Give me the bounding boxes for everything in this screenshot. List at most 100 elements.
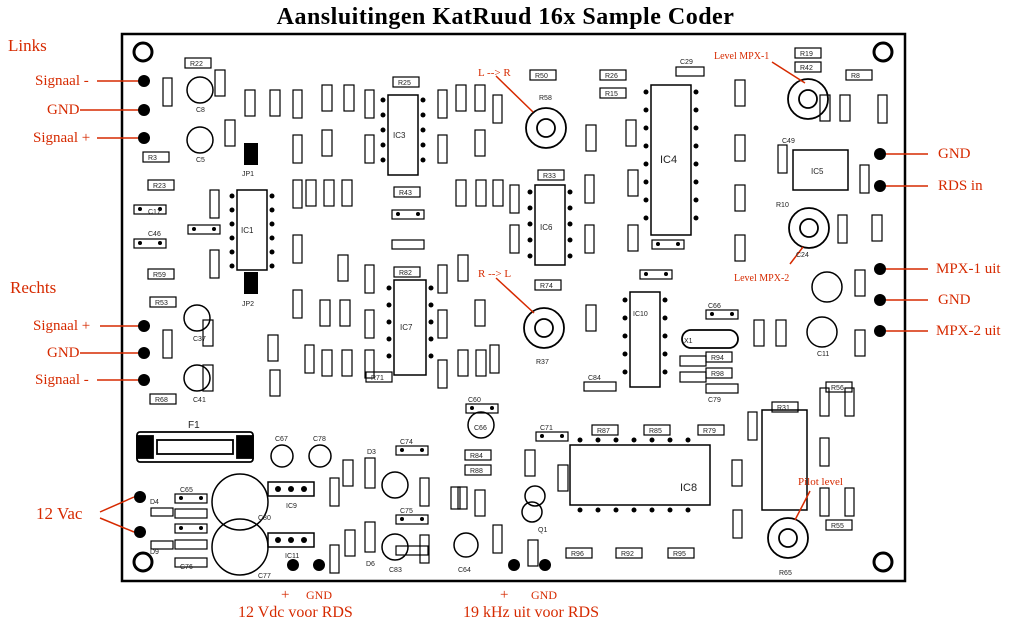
svg-text:C66: C66 xyxy=(474,425,487,432)
rechts-label: Rechts xyxy=(10,278,57,297)
ic3-package xyxy=(387,94,419,176)
c77-label: C77 xyxy=(258,573,271,580)
svg-text:C41: C41 xyxy=(193,397,206,404)
svg-text:R85: R85 xyxy=(649,428,662,435)
plus-19khz-label: + xyxy=(500,587,509,603)
jumpers xyxy=(244,143,258,294)
svg-text:C37: C37 xyxy=(193,336,206,343)
svg-text:R26: R26 xyxy=(605,73,618,80)
ic1-label: IC1 xyxy=(241,226,254,235)
svg-text:R59: R59 xyxy=(153,272,166,279)
svg-text:R79: R79 xyxy=(703,428,716,435)
mounting-hole-bl xyxy=(132,551,154,573)
ic3-label: IC3 xyxy=(393,131,406,140)
regulators xyxy=(267,481,315,548)
svg-text:X1: X1 xyxy=(684,338,693,345)
svg-text:C49: C49 xyxy=(782,138,795,145)
ic9-label: IC9 xyxy=(286,503,297,510)
svg-text:C17: C17 xyxy=(148,209,161,216)
rds-in-label: RDS in xyxy=(938,178,983,194)
ic4-package xyxy=(650,84,692,236)
capacitor-dots xyxy=(138,207,734,530)
gnd-12vdc-label: GND xyxy=(306,588,332,602)
svg-text:R94: R94 xyxy=(711,355,724,362)
pcb-outline xyxy=(120,32,907,583)
svg-text:C79: C79 xyxy=(708,397,721,404)
svg-text:D6: D6 xyxy=(366,561,375,568)
svg-text:C84: C84 xyxy=(588,375,601,382)
small-capacitors xyxy=(133,66,888,574)
ic8-label: IC8 xyxy=(680,482,697,494)
svg-text:C46: C46 xyxy=(148,231,161,238)
mpx1-uit-label: MPX-1 uit xyxy=(936,261,1001,277)
vdc-rds-label: 12 Vdc voor RDS xyxy=(238,604,353,621)
gnd-top-label: GND xyxy=(47,102,80,118)
pilot-level-label: Pilot level xyxy=(798,476,843,488)
fuse-f1 xyxy=(136,431,254,463)
svg-text:R74: R74 xyxy=(540,283,553,290)
svg-text:C71: C71 xyxy=(540,425,553,432)
ic2-package xyxy=(761,409,808,511)
page-title: Aansluitingen KatRuud 16x Sample Coder xyxy=(276,4,735,30)
svg-text:C8: C8 xyxy=(196,107,205,114)
svg-text:D9: D9 xyxy=(150,549,159,556)
svg-text:C83: C83 xyxy=(389,567,402,574)
svg-text:R15: R15 xyxy=(605,91,618,98)
signaal-min-bot-label: Signaal - xyxy=(35,372,89,388)
ic6-package xyxy=(534,184,566,266)
svg-text:R22: R22 xyxy=(190,61,203,68)
ic10-label: IC10 xyxy=(633,311,648,318)
vac-label: 12 Vac xyxy=(36,504,83,523)
svg-text:R3: R3 xyxy=(148,155,157,162)
svg-text:C74: C74 xyxy=(400,439,413,446)
ic7-package xyxy=(393,279,427,376)
ic10-package xyxy=(629,291,661,388)
svg-text:R31: R31 xyxy=(777,405,790,412)
mounting-hole-tr xyxy=(872,41,894,63)
c80-label: C80 xyxy=(258,515,271,522)
r10-label: R10 xyxy=(776,202,789,209)
svg-text:R84: R84 xyxy=(470,453,483,460)
svg-text:R8: R8 xyxy=(851,73,860,80)
mpx2-uit-label: MPX-2 uit xyxy=(936,323,1001,339)
svg-text:R71: R71 xyxy=(371,375,384,382)
svg-text:R53: R53 xyxy=(155,300,168,307)
ic8-package xyxy=(569,444,711,506)
f1-label: F1 xyxy=(188,420,200,431)
svg-text:R23: R23 xyxy=(153,183,166,190)
svg-text:C66: C66 xyxy=(708,303,721,310)
bound-labels: IC1 IC3 IC4 IC5 IC6 IC7 IC8 IC10 F1 C80 … xyxy=(188,95,824,580)
svg-text:R56: R56 xyxy=(831,385,844,392)
svg-text:R19: R19 xyxy=(800,51,813,58)
r37-label: R37 xyxy=(536,359,549,366)
svg-text:JP2: JP2 xyxy=(242,301,254,308)
svg-text:R43: R43 xyxy=(399,190,412,197)
level-mpx2-label: Level MPX-2 xyxy=(734,273,790,284)
svg-text:C60: C60 xyxy=(468,397,481,404)
svg-text:R68: R68 xyxy=(155,397,168,404)
svg-text:C11: C11 xyxy=(817,351,829,358)
gnd2-right-label: GND xyxy=(938,292,971,308)
r65-label: R65 xyxy=(779,570,792,577)
mounting-hole-br xyxy=(872,551,894,573)
svg-text:C65: C65 xyxy=(180,487,193,494)
r58-label: R58 xyxy=(539,95,552,102)
links-label: Links xyxy=(8,36,47,55)
signaal-min-top-label: Signaal - xyxy=(35,73,89,89)
svg-text:D3: D3 xyxy=(367,449,376,456)
khz-rds-label: 19 kHz uit voor RDS xyxy=(463,604,599,621)
svg-text:R55: R55 xyxy=(831,523,844,530)
gnd1-right-label: GND xyxy=(938,146,971,162)
ic7-label: IC7 xyxy=(400,323,413,332)
svg-text:C75: C75 xyxy=(400,508,413,515)
level-mpx1-label: Level MPX-1 xyxy=(714,51,770,62)
ic5-label: IC5 xyxy=(811,167,824,176)
svg-text:C24: C24 xyxy=(796,252,809,259)
gnd-19khz-label: GND xyxy=(531,588,557,602)
svg-text:R50: R50 xyxy=(535,73,548,80)
svg-text:R25: R25 xyxy=(398,80,411,87)
svg-text:R95: R95 xyxy=(673,551,686,558)
crystal xyxy=(681,329,739,349)
